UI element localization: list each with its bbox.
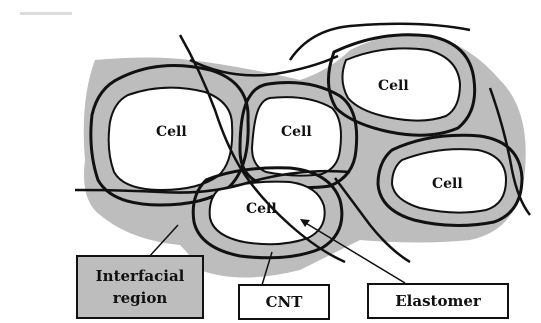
- cell-label-1: Cell: [156, 124, 187, 140]
- cell-label-4: Cell: [432, 176, 463, 192]
- legend-interfacial-region: Interfacial region: [76, 255, 204, 319]
- legend-elastomer-label: Elastomer: [395, 290, 481, 312]
- cell-label-5: Cell: [246, 201, 277, 217]
- cell-label-2: Cell: [281, 124, 312, 140]
- legend-cnt: CNT: [238, 284, 330, 320]
- cell-label-3: Cell: [378, 78, 409, 94]
- legend-cnt-label: CNT: [266, 291, 303, 313]
- legend-elastomer: Elastomer: [367, 283, 509, 319]
- legend-interfacial-label: Interfacial region: [96, 265, 185, 309]
